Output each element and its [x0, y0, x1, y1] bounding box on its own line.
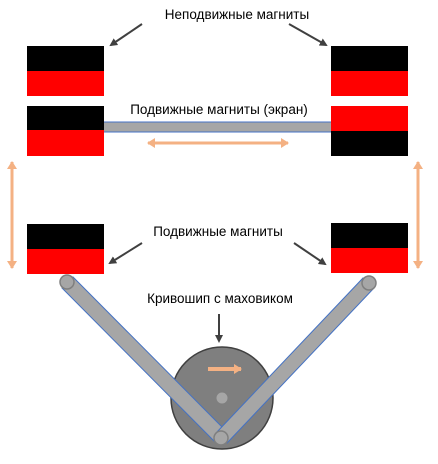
- screen-bar: [99, 121, 337, 133]
- crank-pin: [213, 430, 229, 446]
- pivot-left: [59, 274, 75, 290]
- screen-magnet-left: [27, 106, 104, 156]
- fixed-magnets-label: Неподвижные магниты: [165, 7, 309, 22]
- pointer-arrow-fixed-left: [109, 23, 143, 47]
- moving-magnet-left: [27, 224, 104, 274]
- screen-magnet-right: [331, 106, 408, 156]
- flywheel-center: [215, 391, 229, 405]
- moving-magnet-right: [331, 223, 408, 273]
- pointer-arrow-moving-right: [293, 242, 327, 266]
- moving-magnets-label: Подвижные магниты: [153, 224, 283, 239]
- fixed-magnet-right: [331, 46, 408, 96]
- crank-label: Кривошип с маховиком: [147, 291, 293, 306]
- moving-magnets-screen-label: Подвижные магниты (экран): [130, 102, 308, 117]
- pivot-right: [361, 275, 377, 291]
- pointer-arrow-fixed-right: [288, 23, 328, 46]
- pointer-arrow-moving-left: [108, 242, 143, 265]
- fixed-magnet-left: [27, 46, 104, 96]
